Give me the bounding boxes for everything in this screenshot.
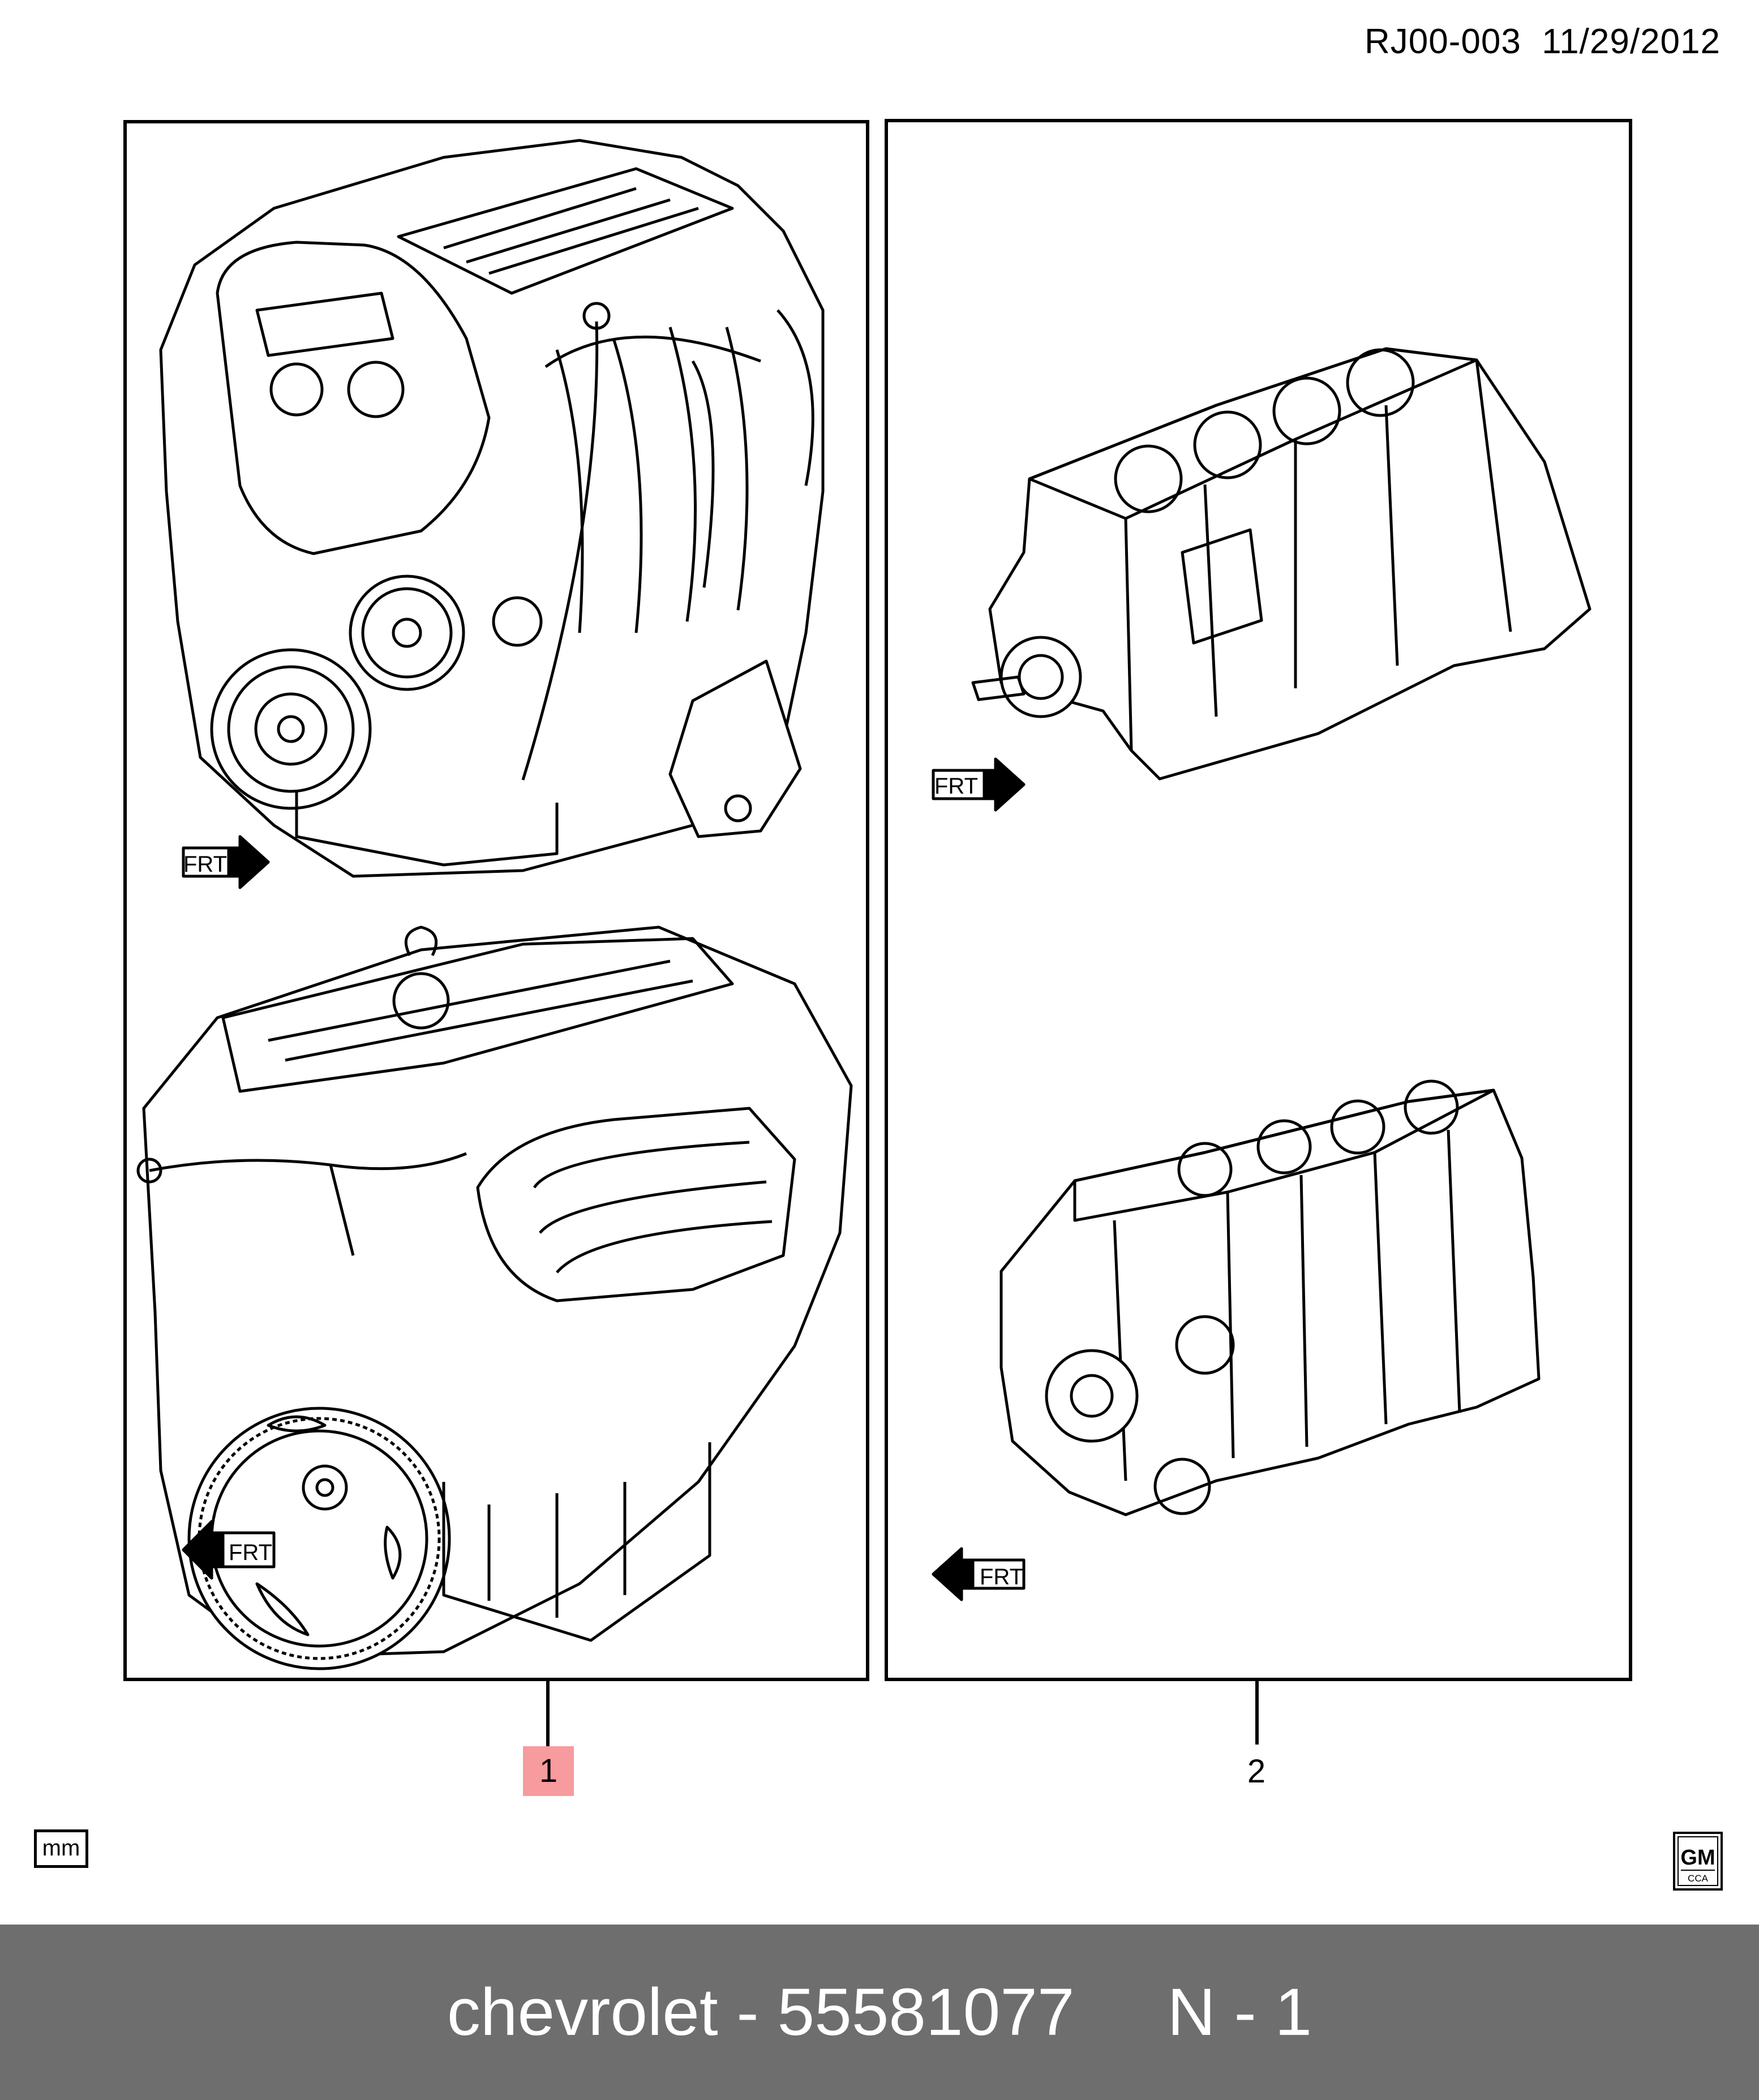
frt-arrow-label: FRT <box>229 1540 272 1565</box>
engine-block-front-illustration: FRT <box>932 347 1591 812</box>
gm-logo-subtext: CCA <box>1688 1873 1709 1884</box>
unit-label-box: mm <box>34 1829 88 1868</box>
gm-logo-text: GM <box>1680 1846 1715 1870</box>
frt-arrow-label: FRT <box>183 852 227 877</box>
frt-arrow-label: FRT <box>934 774 978 799</box>
gm-logo: GM CCA <box>1673 1832 1723 1891</box>
diagram-code: RJ00-003 <box>1365 22 1521 61</box>
diagram-code-header: RJ00-003 11/29/2012 <box>1290 22 1721 62</box>
callout-2[interactable]: 2 <box>1247 1753 1266 1790</box>
diagram-date: 11/29/2012 <box>1542 22 1721 61</box>
panel-complete-engine: FRT FRT <box>123 120 869 1681</box>
footer-part-number: 55581077 <box>777 1975 1075 2050</box>
callout-leader-line <box>1255 1681 1259 1745</box>
footer-bar <box>0 1925 1759 2100</box>
footer-title: chevrolet - 55581077 N - 1 <box>447 1975 1312 2050</box>
callout-leader-line <box>546 1681 550 1750</box>
complete-engine-front-illustration: FRT <box>159 139 825 889</box>
panel-engine-block: FRT FRT <box>885 119 1632 1681</box>
engine-block-rear-illustration: FRT <box>932 1079 1541 1601</box>
frt-arrow-label: FRT <box>980 1565 1023 1589</box>
footer-code: N - 1 <box>1167 1975 1312 2050</box>
footer-brand: chevrolet <box>447 1975 718 2050</box>
callout-1-highlighted[interactable]: 1 <box>523 1746 574 1796</box>
complete-engine-rear-illustration: FRT <box>136 925 853 1670</box>
